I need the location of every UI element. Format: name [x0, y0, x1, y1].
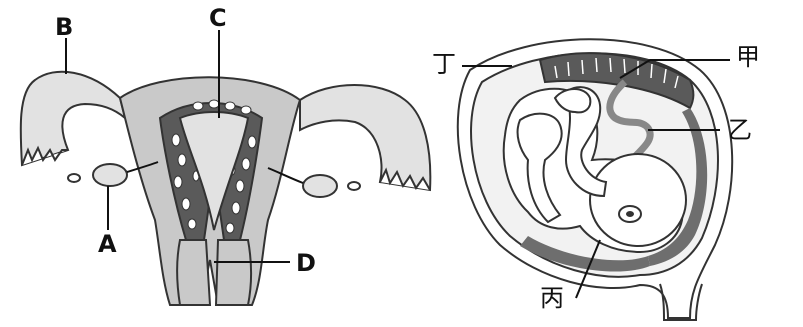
- label-yi: 乙: [728, 116, 752, 144]
- right-ovary: [303, 175, 337, 197]
- label-c: C: [209, 4, 227, 32]
- fetus-head: [590, 154, 686, 246]
- label-d: D: [296, 249, 316, 277]
- label-a: A: [98, 230, 117, 258]
- vagina: [177, 240, 210, 305]
- label-bing: 丙: [540, 284, 564, 312]
- uterus-diagram: B C A D: [21, 4, 431, 305]
- fetus-diagram: 丁 甲 乙 丙: [432, 39, 760, 320]
- left-ovary: [93, 164, 127, 186]
- left-egg: [68, 174, 80, 182]
- label-b: B: [55, 13, 73, 41]
- right-egg: [348, 182, 360, 190]
- fetus-ear-inner: [626, 211, 634, 217]
- label-jia: 甲: [736, 43, 760, 71]
- vagina-right: [216, 240, 251, 305]
- label-ding: 丁: [432, 50, 456, 78]
